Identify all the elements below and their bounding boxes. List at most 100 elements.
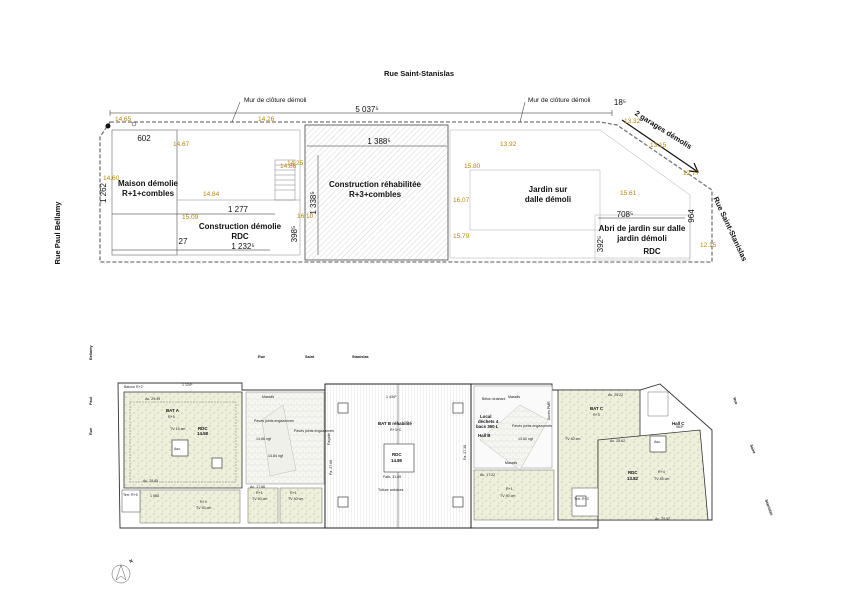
street-west: Rue Paul Bellamy — [53, 201, 62, 265]
green-strip-r1a — [247, 487, 279, 524]
level-reading: 12.77 — [683, 170, 700, 177]
level-reading: 15.80 — [464, 163, 481, 170]
dim-left-c: 27 — [179, 237, 188, 246]
massifs-top: Massifs — [262, 395, 274, 399]
facade-label: Façade — [327, 433, 331, 445]
beton-drainant: Béton drainant — [482, 397, 505, 401]
zone-rdc-1: Construction démolie — [199, 222, 282, 231]
wall-note-left: Mur de clôture démoli — [244, 97, 307, 104]
stair-symbol — [274, 159, 296, 201]
pillar-icon — [575, 495, 587, 507]
local-1: Local — [480, 414, 491, 419]
ground-plan: Rue Saint Stanislas Bellamy Paul Rue Rue… — [89, 345, 774, 584]
tv-45: TV 45 cm — [654, 477, 669, 481]
level-reading: 15.79 — [453, 233, 470, 240]
chimney-icon — [452, 496, 464, 508]
toiture: Toiture ardoises — [378, 488, 404, 492]
level-reading: 13.92 — [500, 141, 517, 148]
bat-b-name: BAT B réhabilité — [378, 421, 412, 426]
bat-c-levels: R+3 — [593, 413, 600, 417]
bat-a-rdc-level: 14.58 — [197, 431, 209, 436]
dim-top-right: 18⁵ — [614, 98, 626, 107]
dim-rdc-depth: 398⁵ — [290, 226, 299, 243]
paving-path — [479, 404, 549, 471]
zone-maison-1: Maison démolie — [118, 179, 179, 188]
north-arrow-icon — [111, 564, 131, 584]
zone-rdc-2: RDC — [231, 232, 249, 241]
local-3: bacs 360 L — [476, 424, 499, 429]
green-strip-r1b — [279, 487, 323, 524]
ground-street-rue-left: Rue — [89, 428, 93, 435]
level-reading: 16.10 — [297, 213, 314, 220]
paves-c: Pavés joints engazonnés — [512, 424, 552, 428]
green-strip-r4 — [139, 489, 241, 524]
zone-abri-2: jardin démoli — [616, 234, 667, 243]
level-reading: 14.65 — [115, 116, 132, 123]
level-reading: 13.15 — [650, 142, 667, 149]
dim-left-b: 1 277 — [228, 205, 249, 214]
green-strip-r1c — [473, 469, 555, 521]
level-c: 13.60 ngf — [518, 437, 533, 441]
r1-left: R+1 — [256, 491, 263, 495]
ground-street-rue: Rue — [258, 355, 265, 359]
bat-a-levels: R+5 — [168, 415, 175, 419]
acces-pmr: Accès PMR — [547, 401, 551, 420]
zone-abri-3: RDC — [643, 247, 661, 256]
paves-b: Pavés joints engazonnés — [294, 429, 334, 433]
bat-a-ac-low: Ac. 29.45 — [143, 479, 158, 483]
bat-b-center — [383, 443, 415, 473]
dim-left-d: 1 232⁵ — [231, 242, 254, 251]
terr-r3: Terr. R+3 — [574, 497, 589, 501]
street-east: Rue Saint-Stanislas — [711, 195, 749, 262]
level-reading: 14.86 — [280, 163, 297, 170]
ac-2562: Ac. 25.62 — [610, 439, 625, 443]
bat-b-levels: R+3+C — [390, 428, 402, 432]
dim-rehab-width: 1 388⁵ — [367, 137, 390, 146]
chimney-icon — [452, 402, 464, 414]
massifs-mid: Massifs — [508, 395, 520, 399]
ground-street-saint-right: Saint — [749, 444, 756, 455]
demolition-perimeter — [99, 121, 713, 263]
dim-left-depth: 1 262 — [99, 182, 108, 203]
balcon-label: Balcon R+2 — [124, 385, 143, 389]
garages-arrow-icon — [621, 119, 699, 173]
chimney-icon — [337, 402, 349, 414]
zone-maison-2: R+1+combles — [122, 189, 175, 198]
r4-c: R+4 — [658, 470, 665, 474]
level-reading: 14.67 — [173, 141, 190, 148]
ac-1786: Ac. 17.86 — [250, 485, 265, 489]
level-reading: 15.61 — [620, 190, 637, 197]
north-label: N — [129, 558, 134, 564]
paving-path — [261, 404, 297, 477]
dim-top-mid: 1 434⁵ — [386, 395, 397, 399]
elevator-icon — [649, 435, 667, 453]
dim-abri-depth: 392⁵ — [596, 236, 605, 253]
zone-abri-1: Abri de jardin sur dalle — [599, 224, 686, 233]
tv-40-d: TV 40 cm — [500, 494, 515, 498]
faitage-a: Fa. 27.06 — [329, 460, 333, 475]
local-2: déchets 4 — [478, 419, 499, 424]
dim-top-left: 1 124⁵ — [182, 383, 193, 387]
bat-a-name: BAT A — [166, 408, 180, 413]
bat-a-inner — [129, 401, 237, 483]
bat-a-ac: Ac. 29.49 — [145, 397, 160, 401]
paves-a: Pavés joints engazonnés — [254, 419, 294, 423]
terrace-r5 — [121, 489, 141, 513]
zone-rehab-1: Construction réhabilitée — [329, 180, 422, 189]
dim-abri-width: 708⁵ — [617, 210, 634, 219]
r1-mid: R+1 — [290, 491, 297, 495]
ac-1722: Ac. 17.22 — [480, 473, 495, 477]
bat-a-tv: TV 15 cm — [170, 427, 185, 431]
level-a: 14.56 ngf — [256, 437, 271, 441]
massifs-low: Massifs — [505, 461, 517, 465]
dim-low: 1 065 — [150, 494, 159, 498]
chimney-icon — [337, 496, 349, 508]
terr-r5: Terr. R+5 — [123, 493, 138, 497]
bat-a-asc: Asc. — [174, 447, 181, 451]
bat-c-rdc-level: 13.82 — [627, 476, 639, 481]
tv-40-a: TV 40 cm — [252, 497, 267, 501]
bat-b-rdc-level: 14.86 — [391, 458, 403, 463]
level-reading: 14.84 — [203, 191, 220, 198]
bat-c-name: BAT C — [590, 406, 604, 411]
